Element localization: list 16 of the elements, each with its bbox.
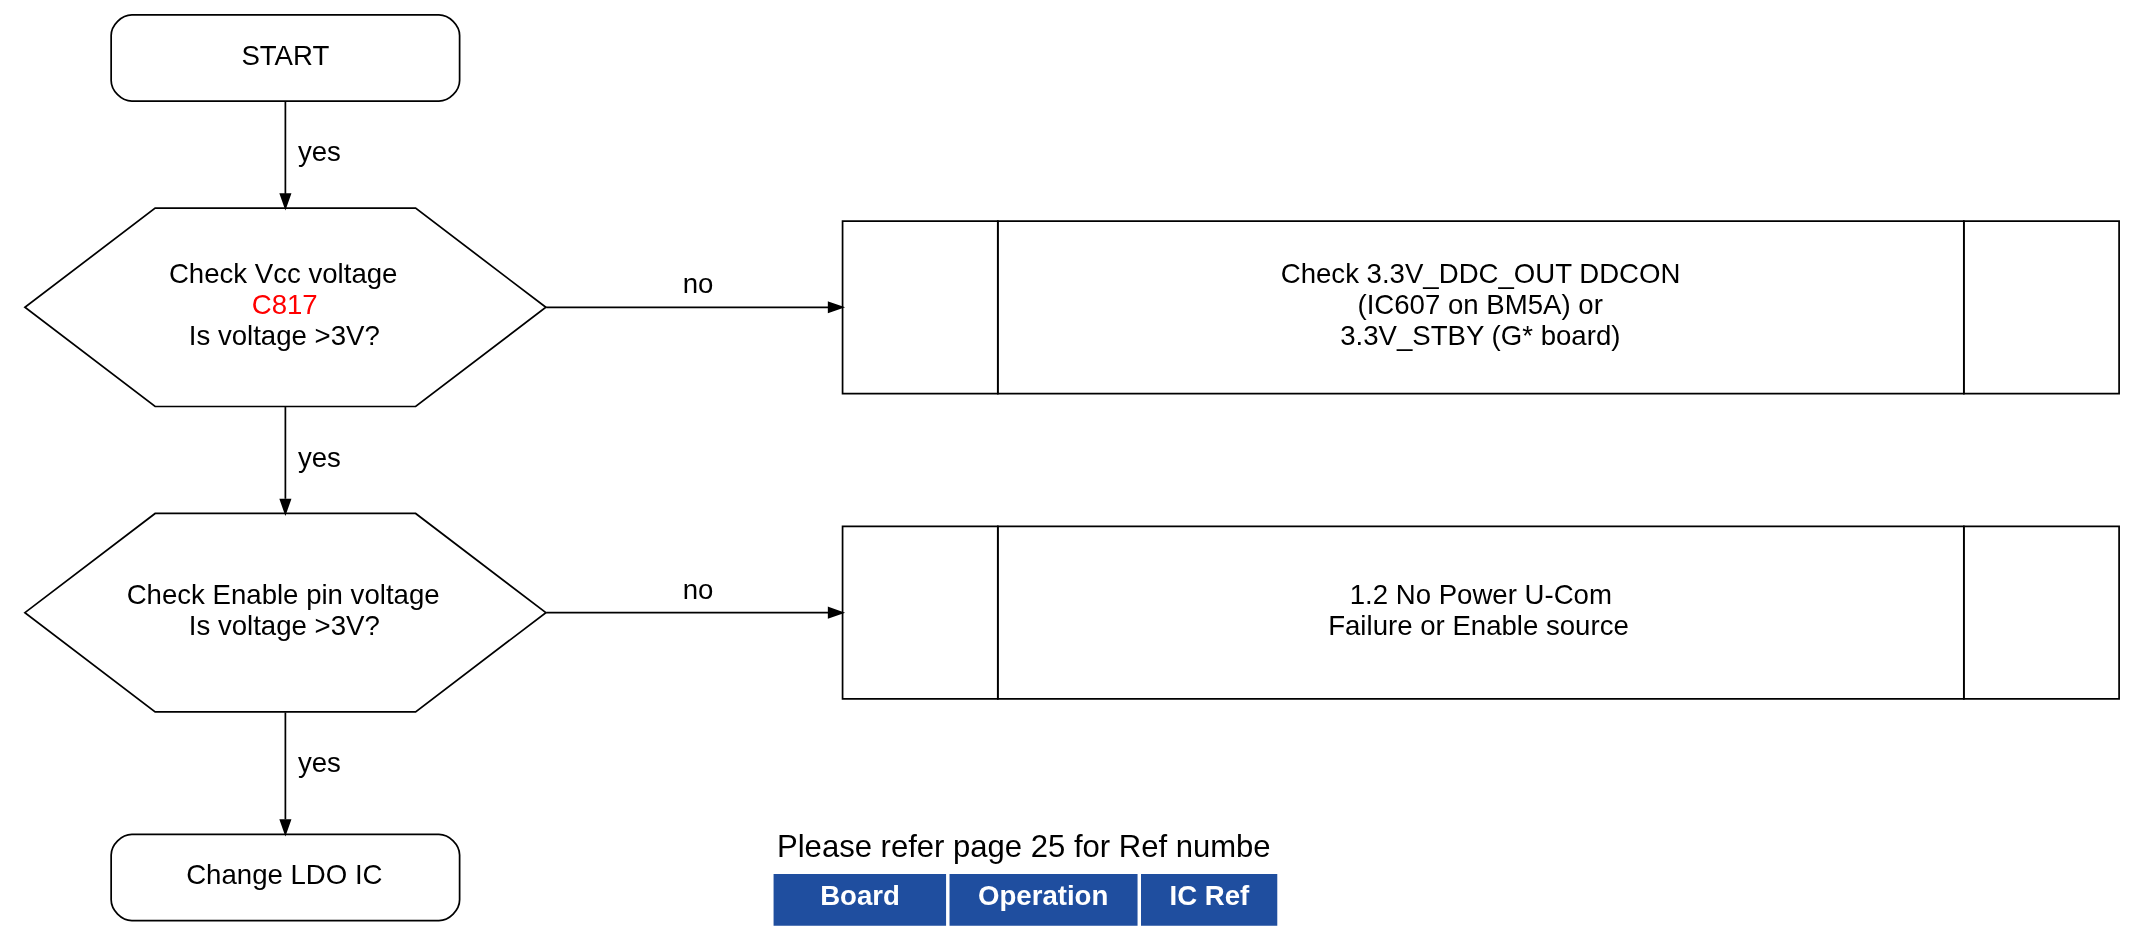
arrow [279, 711, 292, 837]
label: Please refer page 25 for Ref numbe [777, 829, 1271, 865]
label: Board [820, 879, 900, 911]
arrow [279, 100, 292, 211]
edge-label: no [682, 268, 714, 300]
arrow [279, 406, 292, 516]
edge-label: yes [297, 746, 341, 778]
edge-label: yes [297, 136, 341, 168]
node-box: Change LDO IC [110, 833, 461, 922]
arrow [545, 301, 846, 314]
label: Operation [977, 879, 1109, 911]
edge-label: no [682, 573, 714, 605]
arrow [545, 606, 846, 619]
edge-label: yes [297, 441, 341, 473]
node-box: START [110, 14, 461, 103]
label: IC Ref [1169, 879, 1250, 911]
